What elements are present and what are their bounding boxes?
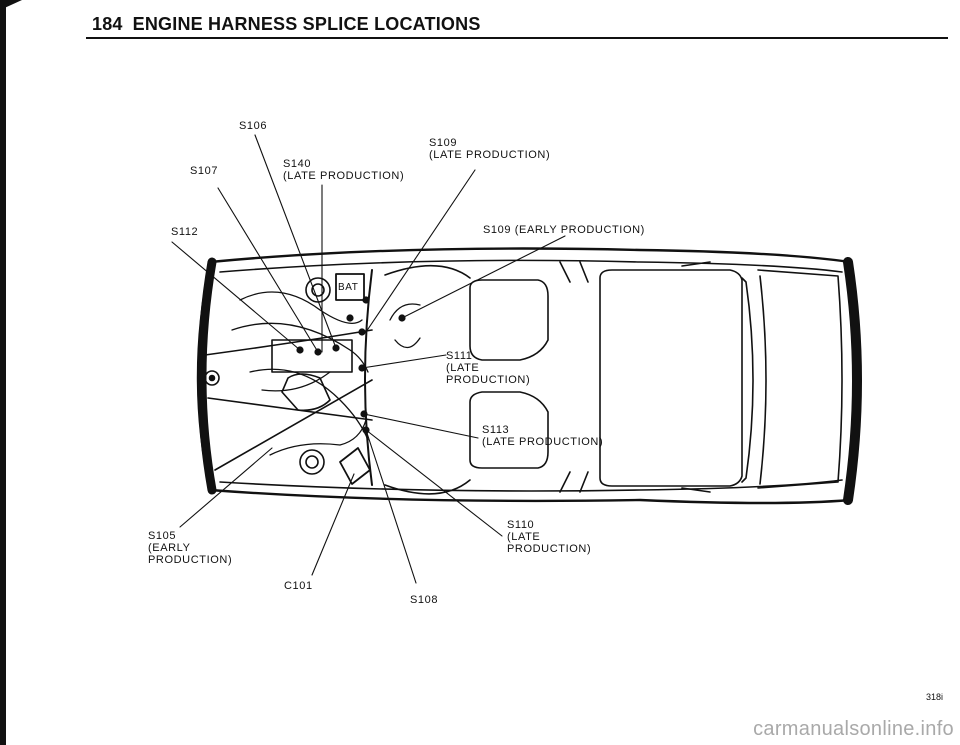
strut-tower-right-inner <box>305 455 319 469</box>
leader-s108 <box>365 429 417 584</box>
label-c101: C101 <box>284 580 313 592</box>
label-s110-line1: S110 <box>507 519 535 531</box>
label-s108: S108 <box>410 594 439 606</box>
leader-s109-late <box>365 169 476 333</box>
leader-s110 <box>365 429 503 537</box>
leader-s109-early <box>401 235 566 319</box>
figure-id: 318i <box>926 692 944 702</box>
page-number: 184 <box>92 14 123 34</box>
page-corner-mark <box>0 0 22 10</box>
strut-tower-left-inner <box>311 283 325 297</box>
firewall <box>364 269 373 486</box>
upper-side-sill <box>219 259 843 273</box>
strut-tower-right <box>299 449 325 475</box>
label-s140-line1: S140 <box>283 158 312 170</box>
leader-s105 <box>179 447 273 528</box>
page-binding-edge <box>0 0 6 745</box>
hood-line-diagonal <box>214 379 373 471</box>
leader-s111 <box>361 354 447 369</box>
rear-deck-line <box>759 275 767 485</box>
harness-branch <box>269 303 421 456</box>
rear-bumper <box>843 257 862 505</box>
label-s111-line3: PRODUCTION) <box>446 374 531 386</box>
hood-emblem <box>204 370 220 386</box>
header-rule <box>86 37 948 39</box>
front-bumper <box>197 257 217 495</box>
strut-tower-left <box>305 277 331 303</box>
label-s109-late-line1: S109 <box>429 137 458 149</box>
label-s113-line1: S113 <box>482 424 510 436</box>
label-s105: S105 (EARLY PRODUCTION) <box>148 530 232 566</box>
harness-main <box>231 291 369 441</box>
label-s110-line2: (LATE <box>507 531 541 543</box>
hood-line-upper <box>204 329 373 356</box>
leader-s112 <box>171 241 301 351</box>
door-line-bottom <box>559 471 711 493</box>
label-s109-early: S109 (EARLY PRODUCTION) <box>483 224 645 236</box>
splice-dot-s140 <box>346 314 354 322</box>
hood-emblem-center <box>208 374 216 382</box>
rear-window <box>741 277 754 483</box>
lower-side-sill <box>219 479 843 492</box>
label-s113-line2: (LATE PRODUCTION) <box>482 436 604 448</box>
windshield-frame <box>384 264 471 495</box>
page-title: ENGINE HARNESS SPLICE LOCATIONS <box>132 14 481 34</box>
label-s111-line2: (LATE <box>446 362 480 374</box>
trunk-lid <box>757 269 843 489</box>
c101-connector <box>339 447 371 485</box>
leader-s107 <box>217 187 319 353</box>
front-seat-left <box>469 279 549 361</box>
label-s110: S110 (LATE PRODUCTION) <box>507 519 591 555</box>
battery-box <box>335 273 365 301</box>
leader-s113 <box>363 413 479 439</box>
label-s105-line2: (EARLY <box>148 542 191 554</box>
label-s110-line3: PRODUCTION) <box>507 543 592 555</box>
label-s109-late-line2: (LATE PRODUCTION) <box>429 149 551 161</box>
label-battery: BAT <box>338 282 359 293</box>
label-s105-line3: PRODUCTION) <box>148 554 233 566</box>
label-s111: S111 (LATE PRODUCTION) <box>446 350 530 386</box>
leader-c101 <box>311 473 355 576</box>
label-s112: S112 <box>171 226 199 238</box>
label-s111-line1: S111 <box>446 350 473 362</box>
leader-lines <box>171 134 566 584</box>
watermark-text: carmanualsonline.info <box>753 718 954 740</box>
splice-dot-fw1 <box>362 296 370 304</box>
label-s109-late: S109 (LATE PRODUCTION) <box>429 137 550 161</box>
front-seat-right <box>469 391 549 469</box>
engine-block <box>271 339 353 412</box>
label-s106: S106 <box>239 120 268 132</box>
label-s105-line1: S105 <box>148 530 177 542</box>
label-s140-line2: (LATE PRODUCTION) <box>283 170 405 182</box>
label-s107: S107 <box>190 165 219 177</box>
label-s113: S113 (LATE PRODUCTION) <box>482 424 603 448</box>
rear-seat <box>599 269 743 487</box>
page-header: 184 ENGINE HARNESS SPLICE LOCATIONS <box>92 14 481 35</box>
splice-dot-fw2 <box>358 328 366 336</box>
door-line-top <box>559 261 711 283</box>
label-s140: S140 (LATE PRODUCTION) <box>283 158 404 182</box>
